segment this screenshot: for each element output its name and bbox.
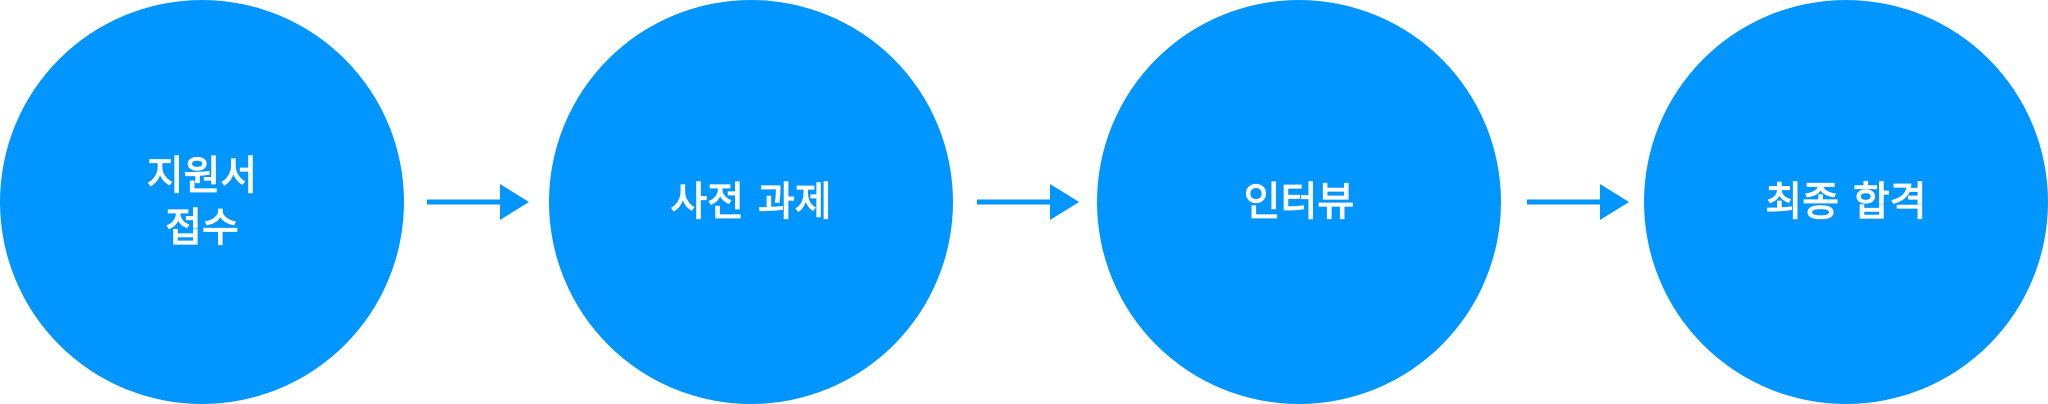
step-label-line: 최종 합격 xyxy=(1765,179,1927,225)
step-label-line: 지원서 xyxy=(146,153,258,199)
step-label-line: 접수 xyxy=(165,205,239,251)
step-label-application: 지원서 접수 xyxy=(147,150,257,254)
step-label-interview: 인터뷰 xyxy=(1244,176,1354,228)
step-circle-assignment: 사전 과제 xyxy=(549,0,953,404)
arrow-right-icon xyxy=(1527,184,1629,220)
step-label-final-offer: 최종 합격 xyxy=(1765,176,1926,228)
step-circle-application: 지원서 접수 xyxy=(0,0,404,404)
step-circle-interview: 인터뷰 xyxy=(1097,0,1501,404)
step-label-assignment: 사전 과제 xyxy=(670,176,831,228)
arrow-right-icon xyxy=(977,184,1079,220)
step-circle-final-offer: 최종 합격 xyxy=(1644,0,2048,404)
arrow-right-icon xyxy=(427,184,529,220)
step-label-line: 인터뷰 xyxy=(1243,179,1355,225)
step-label-line: 사전 과제 xyxy=(670,179,832,225)
